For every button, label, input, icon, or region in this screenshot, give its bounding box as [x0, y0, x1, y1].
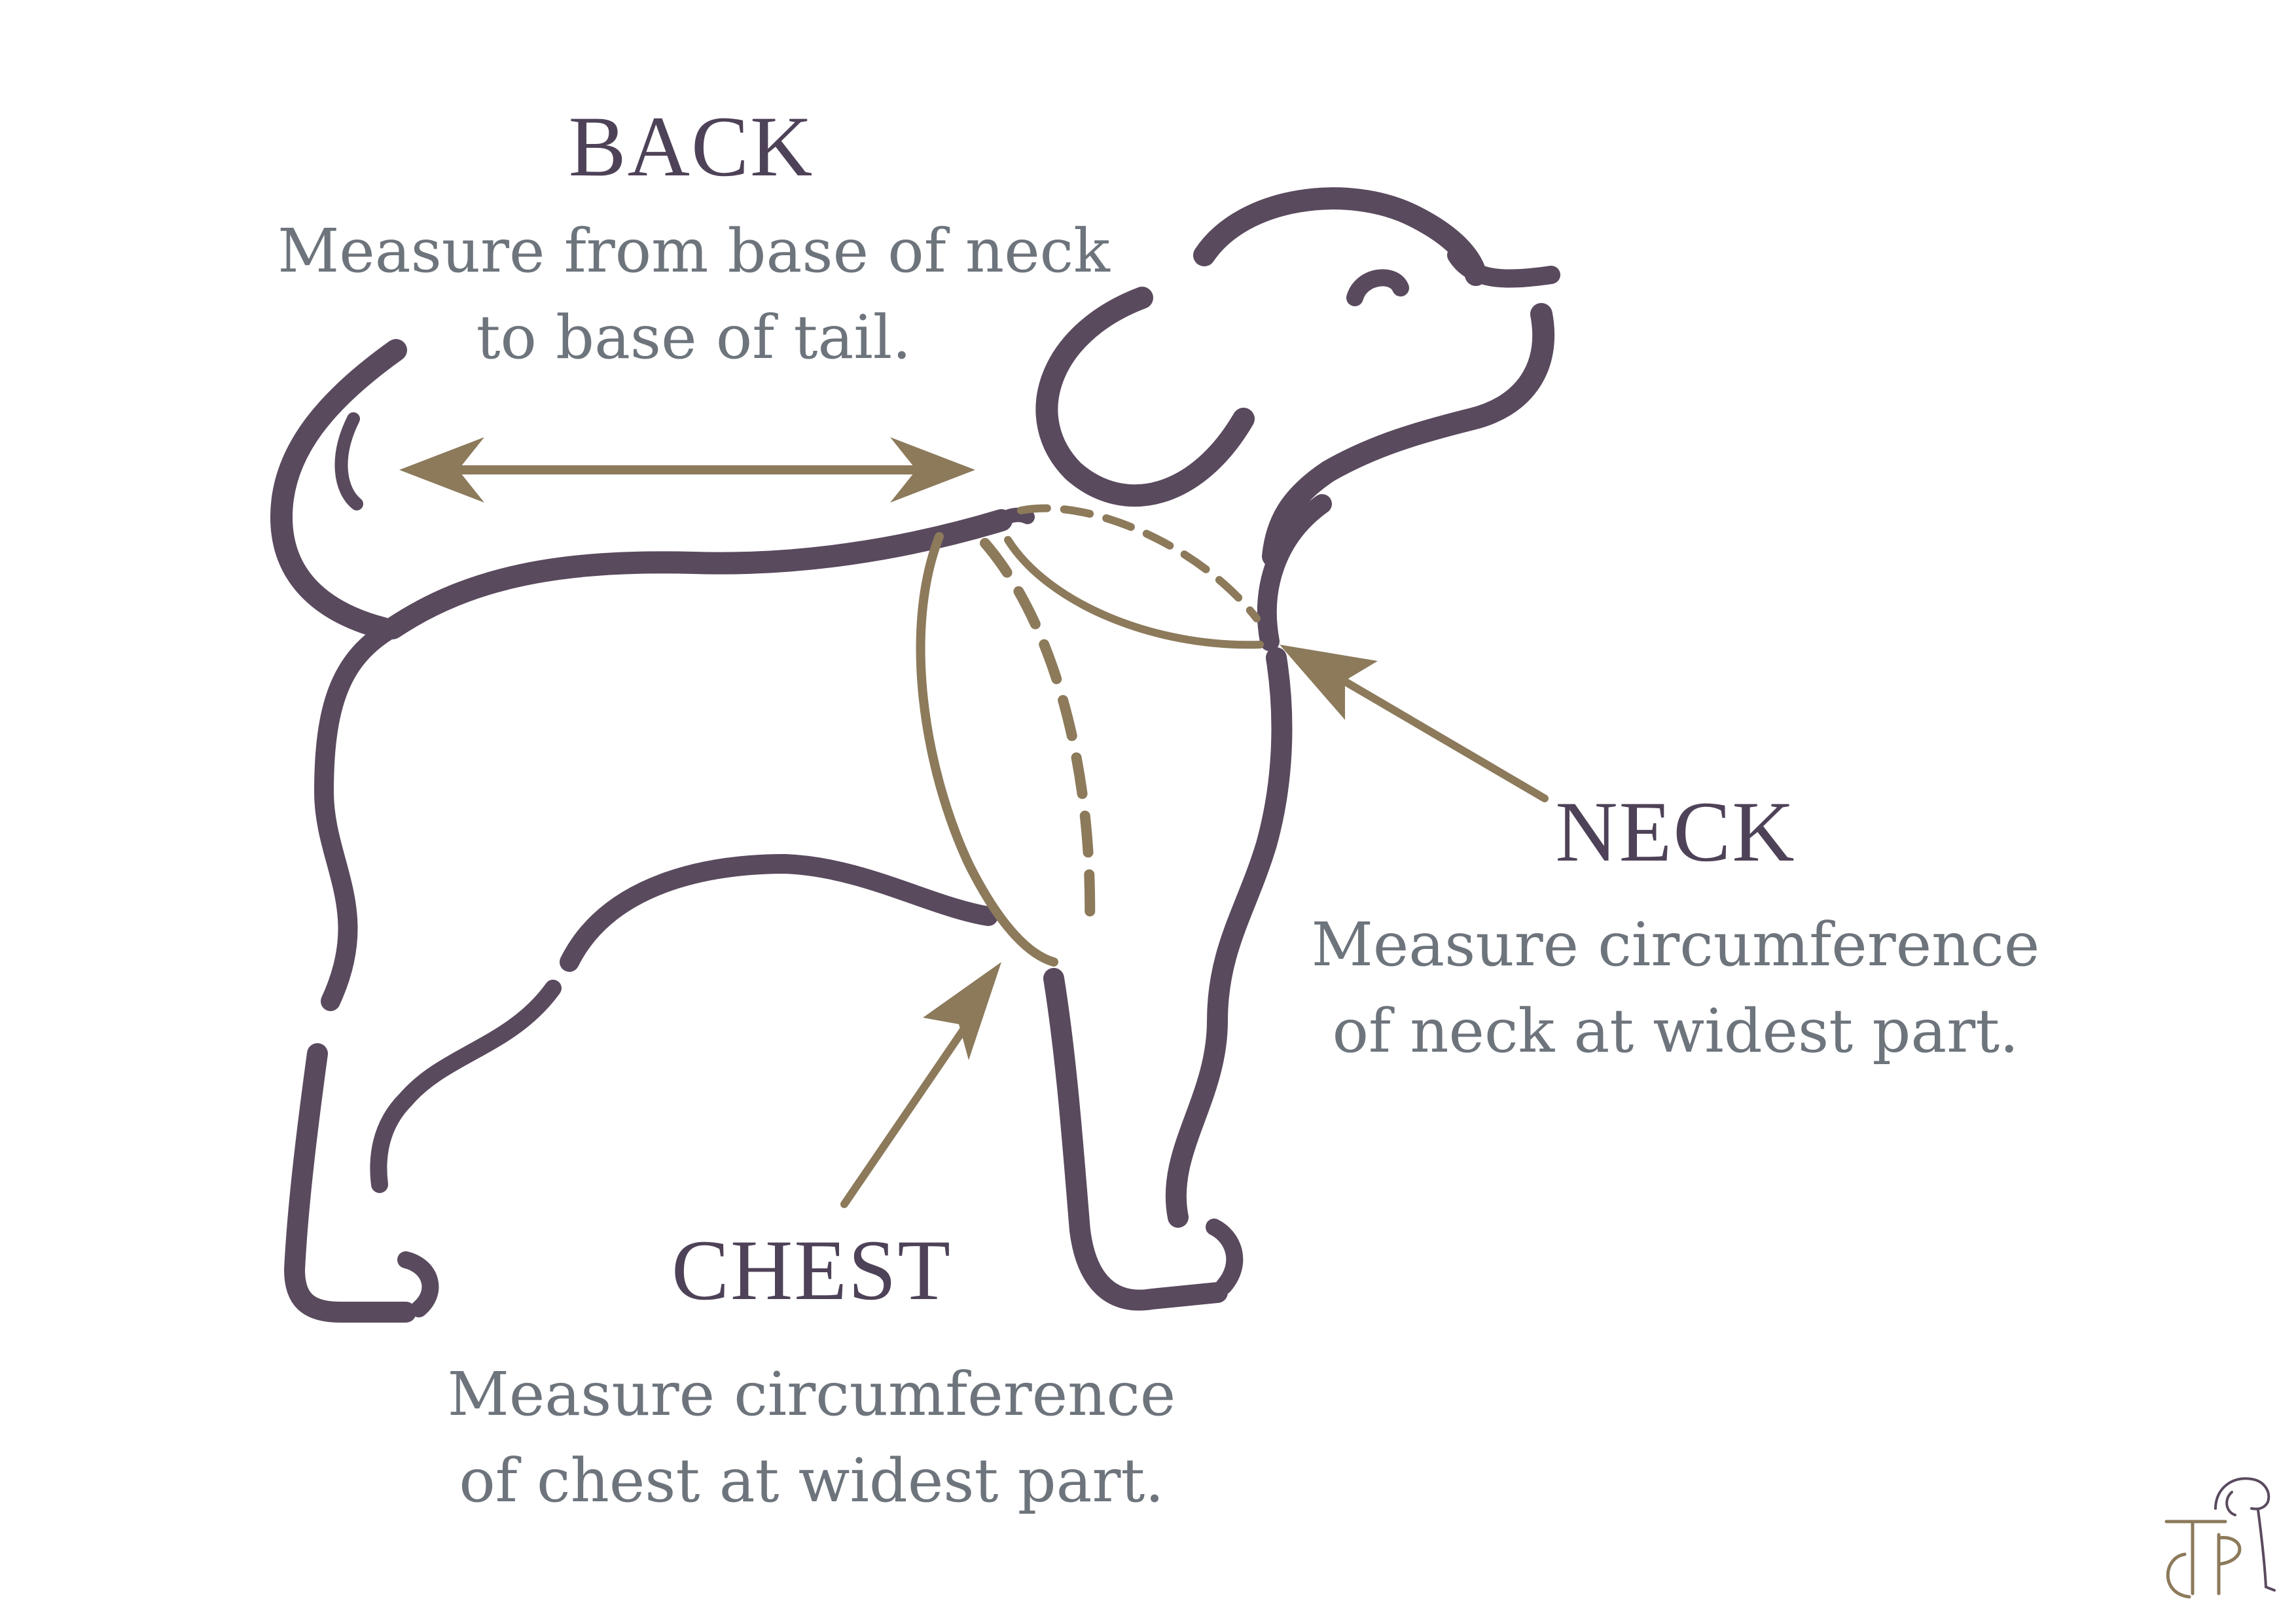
chest-loop-dashed: [980, 538, 1096, 931]
back-heading: BACK: [568, 98, 814, 194]
neck-arrow-line: [1312, 660, 1549, 802]
back-arrow-head-right: [890, 437, 975, 503]
chest-heading: CHEST: [671, 1222, 952, 1318]
dog-tail: [270, 339, 407, 639]
neck-arrow-head: [1280, 645, 1378, 720]
dog-monogram-logo-icon: [2164, 1477, 2276, 1599]
measurement-marks: [399, 437, 1549, 1208]
dog-neck-back: [994, 507, 1035, 527]
dog-snout-top: [1447, 246, 1560, 288]
dog-tail-inner-curl: [334, 412, 363, 510]
neck-loop-dashed: [1017, 504, 1261, 622]
chest-loop-solid: [916, 532, 1058, 967]
back-arrow-head-left: [399, 437, 484, 503]
neck-loop-solid: [1004, 536, 1264, 649]
dog-back-paw: [397, 1251, 439, 1317]
neck-description-line-2: of neck at widest part.: [1332, 996, 2019, 1066]
dog-jaw: [1262, 303, 1555, 567]
dog-front-paw: [1206, 1219, 1244, 1294]
dog-belly: [560, 854, 998, 972]
dog-outline: [270, 187, 1560, 1323]
back-description: Measure from base of neck to base of tai…: [216, 208, 1172, 381]
dog-skull: [1193, 187, 1487, 286]
dog-front-leg-back: [1043, 968, 1228, 1311]
chest-description-line-1: Measure circumference: [447, 1359, 1176, 1429]
dog-front-leg-front: [1165, 647, 1293, 1228]
chest-description: Measure circumference of chest at widest…: [380, 1351, 1244, 1524]
chest-description-line-2: of chest at widest part.: [459, 1446, 1164, 1516]
back-description-line-1: Measure from base of neck: [278, 216, 1110, 286]
dog-rump: [314, 622, 396, 1011]
neck-description: Measure circumference of neck at widest …: [1244, 902, 2108, 1075]
dog-back-leg-inner: [370, 980, 562, 1193]
dog-eye: [1346, 269, 1409, 306]
dog-back-line: [382, 509, 1013, 639]
neck-description-line-1: Measure circumference: [1311, 910, 2040, 980]
back-description-line-2: to base of tail.: [476, 302, 912, 372]
neck-heading: NECK: [1555, 783, 1796, 880]
chest-arrow-head: [923, 962, 1001, 1060]
dog-ear: [1035, 287, 1255, 507]
dog-back-leg-outer: [284, 1043, 416, 1323]
